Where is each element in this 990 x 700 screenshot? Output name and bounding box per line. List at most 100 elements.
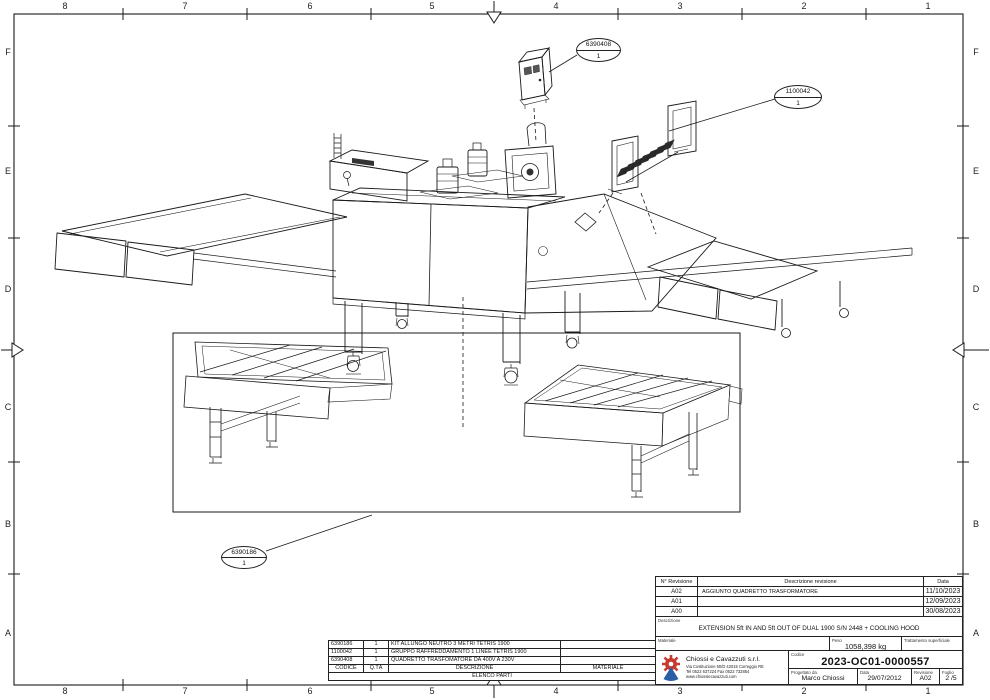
parts-header-row: CODICE Q.TÀ DESCRIZIONE MATERIALE (329, 665, 655, 673)
grid-row-label-right-a: A (972, 628, 979, 638)
weight-cell: Peso 1058,398 kg (830, 637, 902, 651)
grid-row-label-left-e: E (4, 166, 11, 176)
company-website: www.chiossiecavazzuti.com (686, 674, 737, 679)
weight-value: 1058,398 kg (844, 642, 887, 651)
part-description: QUADRETTO TRASFOMATORE DA 400V A 230V (389, 657, 561, 664)
title-block-bottom: Chiossi e Cavazzuti s.r.l. Via Costituzi… (656, 651, 962, 684)
detail-view-box (172, 332, 741, 513)
balloon-1100042: 1100042 1 (774, 85, 822, 109)
projection-lines (462, 107, 657, 429)
balloon-6390186: 6390186 1 (221, 546, 267, 569)
parts-header-description: DESCRIZIONE (389, 665, 561, 672)
code-label: Codice (791, 652, 805, 657)
surface-treatment-label: Trattamento superficiale (904, 638, 950, 643)
company-name: Chiossi e Cavazzuti s.r.l. (686, 656, 761, 663)
drawing-description: EXTENSION 5ft IN AND 5ft OUT OF DUAL 190… (698, 625, 920, 632)
title-block-right: Codice 2023-OC01-0000557 Progettato da M… (789, 651, 962, 684)
grid-col-label-top-3: 3 (677, 1, 683, 11)
main-machine-drawing (328, 122, 913, 386)
parts-list-title: ELENCO PARTI (472, 672, 512, 679)
revision-row: A02 AGGIUNTO QUADRETTO TRASFORMATORE 11/… (656, 587, 962, 597)
balloon-part-number: 1100042 (775, 86, 821, 98)
grid-col-label-bottom-2: 2 (801, 686, 807, 696)
extension-table-right-drawing (523, 364, 743, 498)
transformer-box-drawing (517, 46, 553, 109)
revision-date: 11/10/2023 (925, 588, 961, 595)
revision-date: 30/08/2023 (925, 608, 961, 615)
grid-row-label-left-c: C (4, 402, 12, 412)
grid-row-label-left-d: D (4, 284, 12, 294)
grid-row-label-right-f: F (973, 47, 979, 57)
grid-col-label-bottom-6: 6 (307, 686, 313, 696)
revision-header-number: N° Revisione (656, 577, 698, 586)
part-material (561, 641, 655, 648)
part-code: 6390186 (329, 641, 364, 648)
revision-description (698, 597, 924, 606)
part-qty: 1 (364, 657, 389, 664)
revision-description (698, 607, 924, 616)
leader-lines (265, 54, 776, 552)
part-qty: 1 (364, 649, 389, 656)
revision-number: A02 (656, 587, 698, 596)
grid-col-label-top-5: 5 (429, 1, 435, 11)
parts-row: 1100042 1 GRUPPO RAFFREDDAMENTO 1 LINEE … (329, 649, 655, 657)
company-logo (662, 654, 680, 681)
grid-row-label-left-b: B (4, 519, 11, 529)
date-value: 29/07/2012 (867, 675, 902, 682)
part-description: GRUPPO RAFFREDDAMENTO 1 LINEE TETRIS 190… (389, 649, 561, 656)
grid-row-label-right-c: C (972, 402, 980, 412)
revision-date: 12/09/2023 (925, 598, 961, 605)
revision-row: A00 30/08/2023 (656, 607, 962, 617)
revision-header-description: Descrizione revisione (698, 577, 924, 586)
designed-by-label: Progettato da (791, 670, 817, 675)
sheet-cell: Foglio 2 /5 (940, 669, 962, 684)
balloon-qty: 1 (596, 52, 601, 60)
grid-col-label-top-4: 4 (553, 1, 559, 11)
company-block: Chiossi e Cavazzuti s.r.l. Via Costituzi… (656, 651, 789, 684)
revision-header-date: Data (937, 578, 949, 585)
balloon-qty: 1 (796, 99, 800, 107)
description-label: Descrizione (658, 618, 681, 623)
grid-col-label-bottom-7: 7 (182, 686, 188, 696)
company-phone: Tel 0522 637224 Fax 0522 732854 (686, 669, 750, 674)
balloon-6390408: 6390408 1 (576, 38, 621, 62)
parts-header-code: CODICE (329, 665, 364, 672)
surface-treatment-cell: Trattamento superficiale (902, 637, 962, 650)
left-conveyor-drawing (54, 193, 348, 286)
revision-label: Revisione (914, 670, 933, 675)
parts-header-material: MATERIALE (592, 665, 624, 671)
balloon-part-number: 6390408 (577, 39, 620, 51)
grid-col-label-bottom-4: 4 (553, 686, 559, 696)
part-qty: 1 (364, 641, 389, 648)
revision-number: A01 (656, 597, 698, 606)
part-code: 6390408 (329, 657, 364, 664)
balloon-part-number: 6390186 (222, 547, 266, 559)
material-row: Materiale Peso 1058,398 kg Trattamento s… (656, 637, 962, 651)
parts-header-qty: Q.TÀ (364, 665, 389, 672)
code-cell: Codice 2023-OC01-0000557 (789, 651, 962, 669)
sheet-label: Foglio (942, 670, 954, 675)
grid-col-label-bottom-3: 3 (677, 686, 683, 696)
grid-row-label-left-f: F (5, 47, 11, 57)
revision-row: A01 12/09/2023 (656, 597, 962, 607)
drawing-code: 2023-OC01-0000557 (821, 656, 930, 668)
grid-col-label-top-6: 6 (307, 1, 313, 11)
part-material (561, 649, 655, 656)
company-address: Via Costituzione 50/D 42015 Correggio RE (686, 664, 764, 669)
grid-row-label-left-a: A (4, 628, 11, 638)
grid-col-label-bottom-5: 5 (429, 686, 435, 696)
grid-col-label-bottom-1: 1 (925, 686, 931, 696)
revision-description: AGGIUNTO QUADRETTO TRASFORMATORE (698, 587, 924, 596)
sheet-value: 2 /5 (945, 675, 957, 682)
grid-col-label-top-2: 2 (801, 1, 807, 11)
designed-by-cell: Progettato da Marco Chiossi (789, 669, 858, 684)
revision-cell: Revisione A02 (912, 669, 940, 684)
grid-row-label-right-e: E (972, 166, 979, 176)
parts-list-table: 6390186 1 KIT ALLUNGO NEUTRO 3 METRI TET… (328, 640, 656, 681)
revision-value: A02 (919, 675, 932, 682)
grid-col-label-top-7: 7 (182, 1, 188, 11)
date-label: Data (860, 670, 870, 675)
grid-col-label-top-1: 1 (925, 1, 931, 11)
